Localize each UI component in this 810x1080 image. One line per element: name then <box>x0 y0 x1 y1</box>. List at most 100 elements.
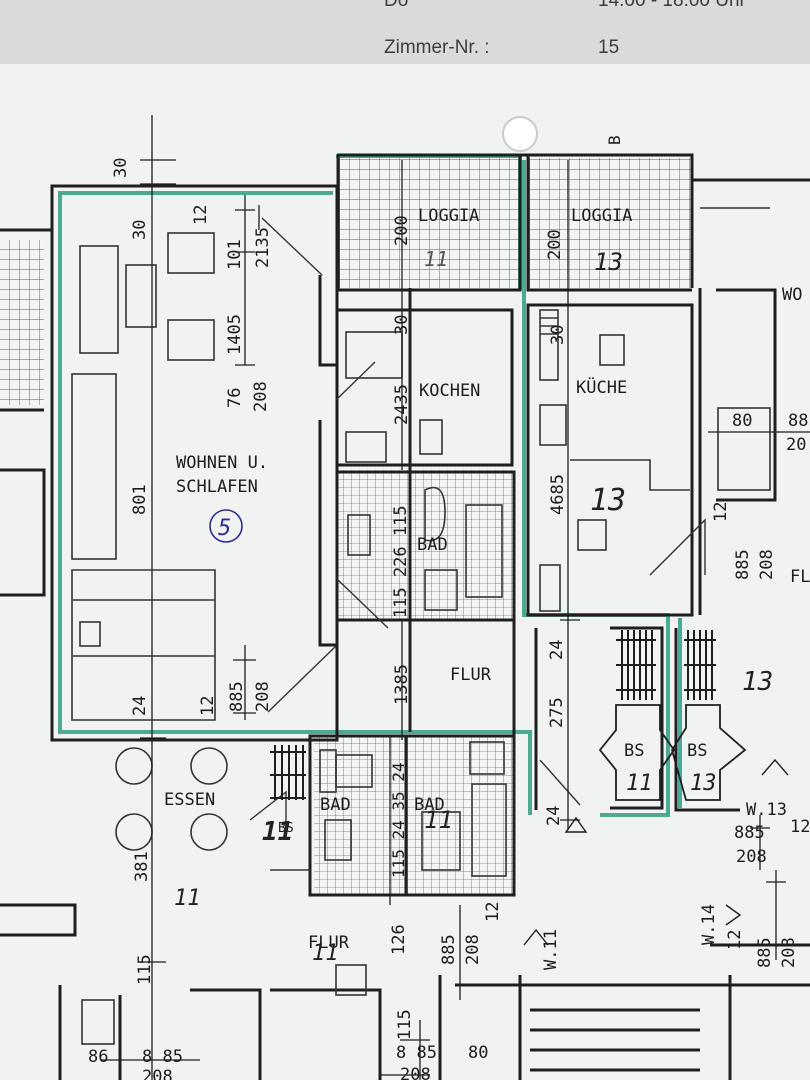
handwritten-11-bath: 11 <box>424 806 453 834</box>
dim-86: 86 <box>88 1047 108 1067</box>
dim-80-bottom: 80 <box>468 1043 488 1063</box>
dim-80: 80 <box>732 411 752 431</box>
dim-885-e: 885 <box>755 937 775 968</box>
room-label-bs-left: BS <box>624 741 644 761</box>
header-top-right-text: 14.00 - 18.00 Uhr <box>598 0 746 11</box>
dim-4685: 4685 <box>548 474 568 515</box>
dim-12-left: 12 <box>198 696 218 716</box>
floor-plan: WOHNEN U. SCHLAFEN LOGGIA LOGGIA KOCHEN … <box>0 64 810 1080</box>
dim-w11: W.11 <box>541 929 561 970</box>
dim-30-kueche: 30 <box>548 325 568 345</box>
dim-12-right: 12 <box>711 502 731 522</box>
room-labels: WOHNEN U. SCHLAFEN LOGGIA LOGGIA KOCHEN … <box>164 135 810 953</box>
binder-hole <box>502 116 538 152</box>
room-label-essen: ESSEN <box>164 790 215 810</box>
handwritten-11-bs-left: 11 <box>262 817 293 847</box>
handwritten-annotations: 5 13 13 13 13 11 11 11 11 11 11 <box>174 247 773 966</box>
dim-208-e: 208 <box>736 847 767 867</box>
handwritten-11-dining: 11 <box>174 886 201 911</box>
dim-115-left: 115 <box>135 954 155 985</box>
room-number-label: Zimmer-Nr. : <box>384 37 490 58</box>
room-label-schlafen: SCHLAFEN <box>176 477 258 497</box>
handwritten-11-hall: 11 <box>312 941 339 966</box>
walls <box>0 153 810 1080</box>
storage-racks <box>270 630 716 800</box>
dim-1405: 1405 <box>225 314 245 355</box>
dim-208-b: 208 <box>253 681 273 712</box>
room-label-kochen: KOCHEN <box>419 381 480 401</box>
dim-381: 381 <box>132 851 152 882</box>
dim-101: 101 <box>225 239 245 270</box>
handwritten-11-bs: 11 <box>626 771 653 796</box>
dim-885-f: 8 85 <box>142 1047 183 1067</box>
dimension-labels: 30 30 12 101 2135 1405 76 208 801 24 12 … <box>88 158 810 1080</box>
handwritten-11-loggia: 11 <box>424 247 448 271</box>
dim-76: 76 <box>225 388 245 408</box>
dim-275: 275 <box>547 697 567 728</box>
dim-12-w13: 12 <box>790 817 810 837</box>
handwritten-13-hall: 13 <box>742 667 773 697</box>
dim-200-right: 200 <box>545 229 565 260</box>
dim-885-c: 885 <box>439 934 459 965</box>
dim-208-d: 208 <box>463 934 483 965</box>
dim-88: 88 <box>788 411 808 431</box>
dim-30-left: 30 <box>130 220 150 240</box>
dim-w13: W.13 <box>746 800 787 820</box>
dim-30-kochen: 30 <box>392 315 412 335</box>
dim-115-226-115: 115 226 115 <box>391 505 411 618</box>
marker-b: B <box>605 135 624 145</box>
dim-1385: 1385 <box>392 664 412 705</box>
dim-208-f: 208 <box>779 937 799 968</box>
dim-2435: 2435 <box>392 384 412 425</box>
door-swings <box>249 207 770 871</box>
handwritten-13-loggia: 13 <box>594 248 623 276</box>
dim-12-w14: 12 <box>725 930 745 950</box>
dim-115-24-35-24: 115 24 35 24 <box>389 762 408 878</box>
room-label-flur-center: FLUR <box>450 665 492 685</box>
dim-208-g: 208 <box>142 1067 173 1080</box>
dim-115-bottom: 115 <box>395 1009 415 1040</box>
room-label-bad-lower-left: BAD <box>320 795 351 815</box>
dim-12-top: 12 <box>191 205 211 225</box>
dim-208-c: 208 <box>757 549 777 580</box>
room-label-flur-lower: FLUR <box>308 933 350 953</box>
room-label-loggia-left: LOGGIA <box>418 206 479 226</box>
room-label-bad-upper: BAD <box>417 535 448 555</box>
room-label-kueche: KÜCHE <box>576 376 627 398</box>
dim-801: 801 <box>130 484 150 515</box>
dim-24-flur: 24 <box>547 640 567 660</box>
handwritten-5: 5 <box>218 516 231 541</box>
level-markers <box>523 758 789 946</box>
dim-30-top: 30 <box>111 158 131 178</box>
furniture <box>71 232 771 1045</box>
room-label-edge-fl: FL <box>790 567 810 587</box>
circled-number <box>209 509 243 543</box>
room-label-wohnen: WOHNEN U. <box>176 453 268 473</box>
dim-885-d: 885 <box>734 823 765 843</box>
dim-24-lower: 24 <box>544 806 564 826</box>
room-label-bs-right: BS <box>687 741 707 761</box>
dimension-lines <box>100 115 810 1080</box>
dim-885-g: 8 85 <box>396 1043 437 1063</box>
dim-24-left: 24 <box>130 696 150 716</box>
dim-20: 20 <box>786 435 806 455</box>
room-label-loggia-right: LOGGIA <box>571 206 632 226</box>
room-label-bs-small: BS <box>278 821 294 836</box>
dim-w14: W.14 <box>699 904 719 945</box>
dim-2135: 2135 <box>253 227 273 268</box>
dim-885-a: 885 <box>227 681 247 712</box>
room-label-edge-wo: WO <box>782 285 802 305</box>
header-top-left-text: Do <box>384 0 409 11</box>
bs-shapes <box>598 704 747 801</box>
handwritten-13-kitchen: 13 <box>590 483 626 518</box>
dim-208-a: 208 <box>251 381 271 412</box>
dim-885-b: 885 <box>733 549 753 580</box>
dim-12-lower: 12 <box>483 902 503 922</box>
dim-208-h: 208 <box>400 1065 431 1080</box>
handwritten-13-bs: 13 <box>690 771 717 796</box>
dim-126: 126 <box>389 924 409 955</box>
room-number-value: 15 <box>598 37 620 58</box>
dim-200-left: 200 <box>392 215 412 246</box>
document-header: Do 14.00 - 18.00 Uhr Zimmer-Nr. : 15 <box>0 0 810 65</box>
room-label-bad-lower-right: BAD <box>414 795 445 815</box>
